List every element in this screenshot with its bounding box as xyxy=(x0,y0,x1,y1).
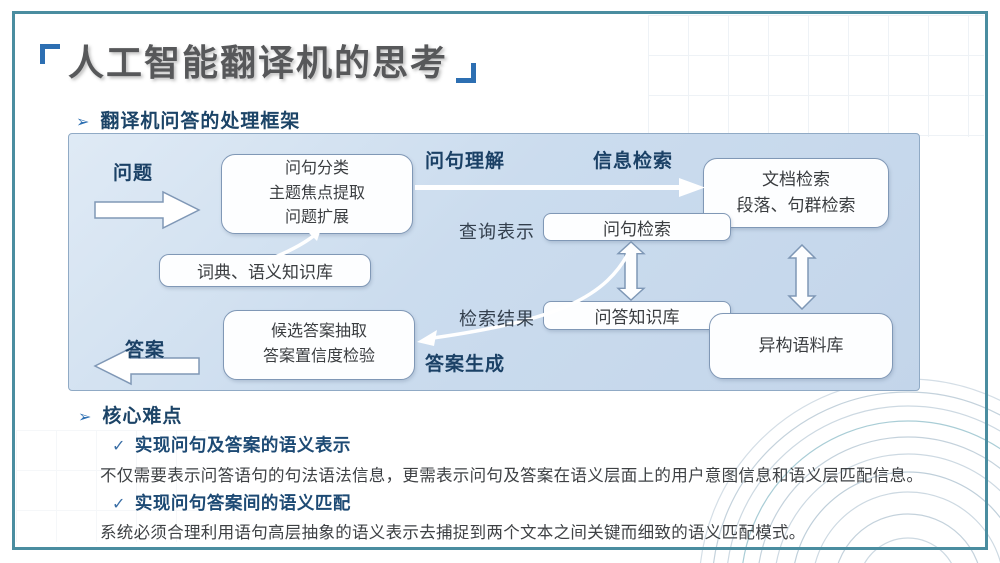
box-line: 问句检索 xyxy=(603,219,671,239)
title-block: 人工智能翻译机的思考 xyxy=(40,40,477,87)
flow-box-question-analysis: 问句分类 主题焦点提取 问题扩展 xyxy=(221,154,413,234)
framework-heading-label: 翻译机问答的处理框架 xyxy=(100,111,301,132)
dict-to-analysis-curve-arrow-icon xyxy=(267,226,322,262)
flow-box-question-retrieval: 问句检索 xyxy=(543,213,731,241)
difficulties-heading-label: 核心难点 xyxy=(102,406,183,427)
box-line: 问句分类 xyxy=(284,159,349,177)
flow-box-dict-semantic-kb: 词典、语义知识库 xyxy=(159,254,371,287)
difficulties-heading: ➢ 核心难点 xyxy=(78,401,182,428)
grid-pattern-bottom-left xyxy=(16,430,206,542)
box-line: 异构语料库 xyxy=(758,335,844,355)
stage-label-generation: 答案生成 xyxy=(425,354,506,375)
difficulty-point-1-body: 不仅需要表示问答语句的句法语法信息，更需表示问句及答案在语义层面上的用户意图信息… xyxy=(100,467,924,485)
difficulty-point-1-title: 实现问句及答案的语义表示 xyxy=(134,435,351,455)
check-icon: ✓ xyxy=(112,438,126,455)
corner-bracket-open-icon xyxy=(40,44,60,64)
framework-heading: ➢ 翻译机问答的处理框架 xyxy=(76,106,300,133)
difficulty-point-1: ✓ 实现问句及答案的语义表示 xyxy=(112,432,351,457)
flow-box-qa-knowledge-base: 问答知识库 xyxy=(543,301,731,330)
understanding-to-retrieval-arrow-icon xyxy=(415,178,705,197)
page-title: 人工智能翻译机的思考 xyxy=(68,42,449,83)
query-result-double-arrow-icon xyxy=(616,241,646,301)
grid-pattern-top-right xyxy=(648,15,984,137)
output-label: 答案 xyxy=(125,340,166,361)
row-label-result: 检索结果 xyxy=(459,309,535,329)
result-to-generation-curve-arrow-icon xyxy=(417,247,633,346)
box-line: 问答知识库 xyxy=(594,308,680,327)
chevron-bullet-icon: ➢ xyxy=(78,409,93,426)
flow-box-hetero-corpus: 异构语料库 xyxy=(709,313,893,379)
box-line: 词典、语义知识库 xyxy=(197,263,333,282)
check-icon: ✓ xyxy=(112,496,126,513)
slide-frame-border xyxy=(12,11,988,550)
corner-bracket-close-icon xyxy=(456,62,477,83)
flow-box-doc-retrieval: 文档检索 段落、句群检索 xyxy=(703,158,889,228)
flow-box-answer-extraction: 候选答案抽取 答案置信度检验 xyxy=(223,310,415,380)
answer-output-arrow-icon xyxy=(93,346,200,386)
doc-corpus-double-arrow-icon xyxy=(787,244,817,310)
difficulty-point-2-title: 实现问句答案间的语义匹配 xyxy=(134,493,351,513)
box-line: 答案置信度检验 xyxy=(262,348,375,365)
difficulty-point-2-body: 系统必须合理利用语句高层抽象的语义表示去捕捉到两个文本之间关键而细致的语义匹配模… xyxy=(100,524,806,542)
flowchart-panel: 问句分类 主题焦点提取 问题扩展 文档检索 段落、句群检索 问句检索 问答知识库… xyxy=(68,133,920,391)
box-line: 文档检索 xyxy=(762,169,830,189)
input-label: 问题 xyxy=(113,163,154,184)
row-label-query: 查询表示 xyxy=(459,222,535,242)
difficulty-point-2: ✓ 实现问句答案间的语义匹配 xyxy=(112,490,351,515)
box-line: 主题焦点提取 xyxy=(268,184,365,202)
box-line: 候选答案抽取 xyxy=(270,323,367,341)
chevron-bullet-icon: ➢ xyxy=(76,114,91,131)
stage-label-understanding: 问句理解 xyxy=(425,151,506,172)
stage-label-retrieval: 信息检索 xyxy=(593,151,674,172)
box-line: 问题扩展 xyxy=(284,209,349,227)
question-input-arrow-icon xyxy=(94,190,201,230)
box-line: 段落、句群检索 xyxy=(736,196,856,215)
